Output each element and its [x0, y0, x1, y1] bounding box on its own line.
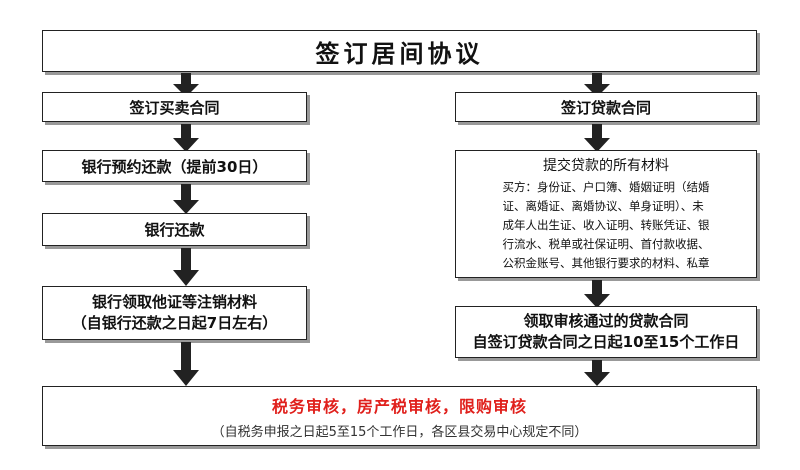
diagram-title: 签订居间协议	[315, 39, 484, 68]
materials-line: 行流水、税单或社保证明、首付款收据、	[502, 237, 710, 251]
arrow-down-icon	[173, 73, 199, 97]
arrow-down-icon	[584, 124, 610, 152]
title-box: 签订居间协议	[42, 30, 757, 72]
step-sign-sales-contract: 签订买卖合同	[42, 92, 307, 122]
materials-title: 提交贷款的所有材料	[543, 158, 669, 174]
arrow-down-icon	[584, 280, 610, 308]
step-label: 签订贷款合同	[560, 98, 651, 117]
step-sign-loan-contract: 签订贷款合同	[455, 92, 757, 122]
step-note: 自签订贷款合同之日起10至15个工作日	[472, 333, 740, 351]
materials-line: 证、离婚证、离婚协议、单身证明）、未	[502, 199, 704, 213]
arrow-down-icon	[584, 360, 610, 386]
final-review-title: 税务审核，房产税审核，限购审核	[271, 396, 527, 416]
step-label: 银行预约还款（提前30日）	[81, 157, 268, 176]
step-label: 银行还款	[144, 221, 205, 239]
step-receive-approved-loan-contract: 领取审核通过的贷款合同 自签订贷款合同之日起10至15个工作日	[455, 306, 757, 358]
step-collect-cancellation-materials: 银行领取他证等注销材料 （自银行还款之日起7日左右）	[42, 286, 307, 340]
arrow-down-icon	[584, 73, 610, 97]
arrow-down-icon	[173, 248, 199, 286]
step-note: （自银行还款之日起7日左右）	[71, 314, 278, 332]
arrow-down-icon	[173, 124, 199, 152]
arrow-down-icon	[173, 342, 199, 386]
step-bank-appointment: 银行预约还款（提前30日）	[42, 150, 307, 182]
step-label: 银行领取他证等注销材料	[91, 293, 257, 311]
materials-line: 买方：身份证、户口簿、婚姻证明（结婚	[502, 180, 710, 194]
final-review-box: 税务审核，房产税审核，限购审核 （自税务申报之日起5至15个工作日，各区县交易中…	[42, 386, 757, 446]
materials-line: 成年人出生证、收入证明、转账凭证、银	[502, 218, 710, 232]
materials-list: 买方：身份证、户口簿、婚姻证明（结婚 证、离婚证、离婚协议、单身证明）、未 成年…	[497, 178, 716, 273]
step-submit-loan-materials: 提交贷款的所有材料 买方：身份证、户口簿、婚姻证明（结婚 证、离婚证、离婚协议、…	[455, 150, 757, 278]
materials-line: 公积金账号、其他银行要求的材料、私章	[502, 256, 710, 270]
step-bank-repayment: 银行还款	[42, 213, 307, 246]
final-review-note: （自税务申报之日起5至15个工作日，各区县交易中心规定不同）	[211, 424, 588, 440]
arrow-down-icon	[173, 184, 199, 214]
step-label: 领取审核通过的贷款合同	[523, 312, 689, 330]
step-label: 签订买卖合同	[129, 98, 220, 117]
